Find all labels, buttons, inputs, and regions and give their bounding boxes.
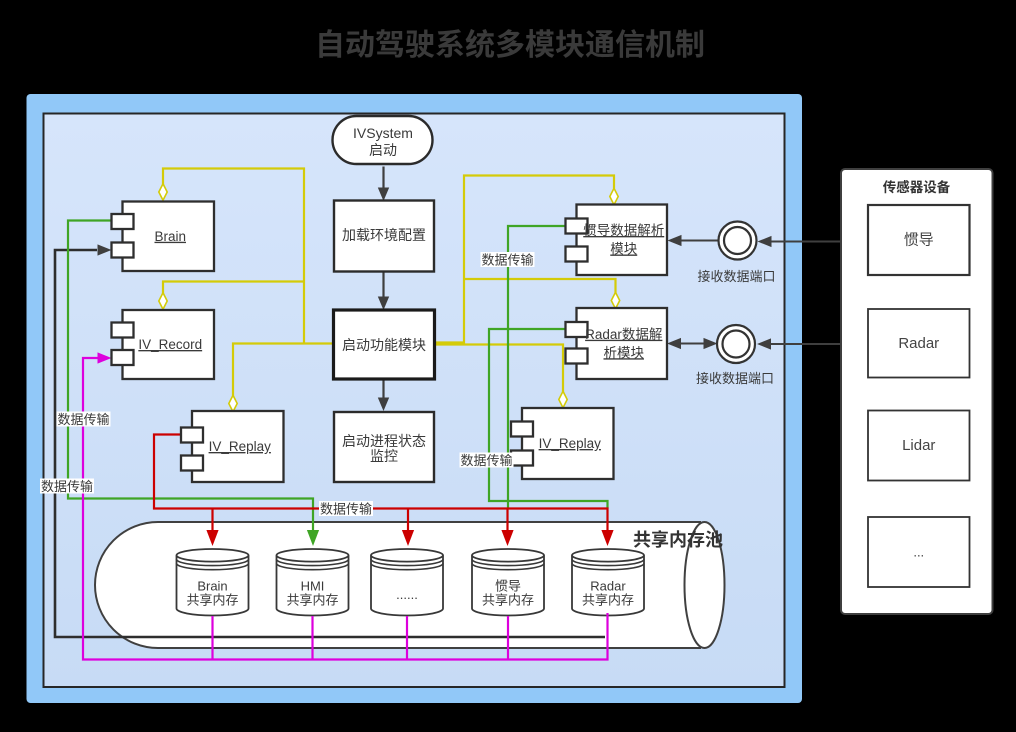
svg-text:Radar数据解: Radar数据解 bbox=[585, 327, 662, 342]
svg-text:惯导: 惯导 bbox=[904, 232, 934, 249]
svg-text:数据传输: 数据传输 bbox=[57, 412, 109, 427]
svg-text:...: ... bbox=[913, 545, 924, 560]
svg-text:析模块: 析模块 bbox=[604, 345, 645, 360]
svg-text:IV_Replay: IV_Replay bbox=[209, 439, 272, 454]
svg-text:IV_Record: IV_Record bbox=[138, 337, 202, 352]
svg-text:共享内存: 共享内存 bbox=[286, 593, 338, 608]
svg-text:数据传输: 数据传输 bbox=[41, 479, 93, 494]
svg-text:启动进程状态: 启动进程状态 bbox=[342, 433, 426, 449]
svg-text:加载环境配置: 加载环境配置 bbox=[342, 227, 426, 243]
svg-text:Radar: Radar bbox=[590, 579, 626, 594]
svg-text:共享内存: 共享内存 bbox=[482, 593, 534, 608]
svg-text:共享内存: 共享内存 bbox=[582, 593, 634, 608]
svg-text:数据传输: 数据传输 bbox=[460, 453, 512, 468]
svg-text:惯导数据解析: 惯导数据解析 bbox=[583, 222, 664, 238]
svg-text:IV_Replay: IV_Replay bbox=[539, 436, 602, 451]
svg-text:IVSystem: IVSystem bbox=[353, 125, 413, 141]
svg-text:Brain: Brain bbox=[197, 579, 227, 594]
svg-text:Radar: Radar bbox=[898, 335, 939, 352]
svg-text:接收数据端口: 接收数据端口 bbox=[696, 371, 774, 386]
svg-text:惯导: 惯导 bbox=[495, 579, 521, 594]
svg-text:接收数据端口: 接收数据端口 bbox=[697, 269, 775, 284]
svg-text:数据传输: 数据传输 bbox=[481, 252, 533, 267]
svg-text:共享内存: 共享内存 bbox=[186, 593, 238, 608]
svg-text:数据传输: 数据传输 bbox=[320, 501, 372, 516]
svg-text:自动驾驶系统多模块通信机制: 自动驾驶系统多模块通信机制 bbox=[315, 20, 705, 64]
svg-text:启动: 启动 bbox=[369, 142, 397, 158]
svg-text:监控: 监控 bbox=[370, 448, 398, 464]
svg-text:HMI: HMI bbox=[301, 579, 325, 594]
svg-text:启动功能模块: 启动功能模块 bbox=[342, 337, 426, 353]
svg-text:Brain: Brain bbox=[154, 229, 186, 244]
svg-text:Lidar: Lidar bbox=[902, 437, 935, 454]
svg-text:......: ...... bbox=[396, 587, 418, 602]
svg-text:传感器设备: 传感器设备 bbox=[883, 176, 951, 196]
svg-text:共享内存池: 共享内存池 bbox=[633, 526, 723, 552]
svg-text:模块: 模块 bbox=[610, 242, 638, 257]
